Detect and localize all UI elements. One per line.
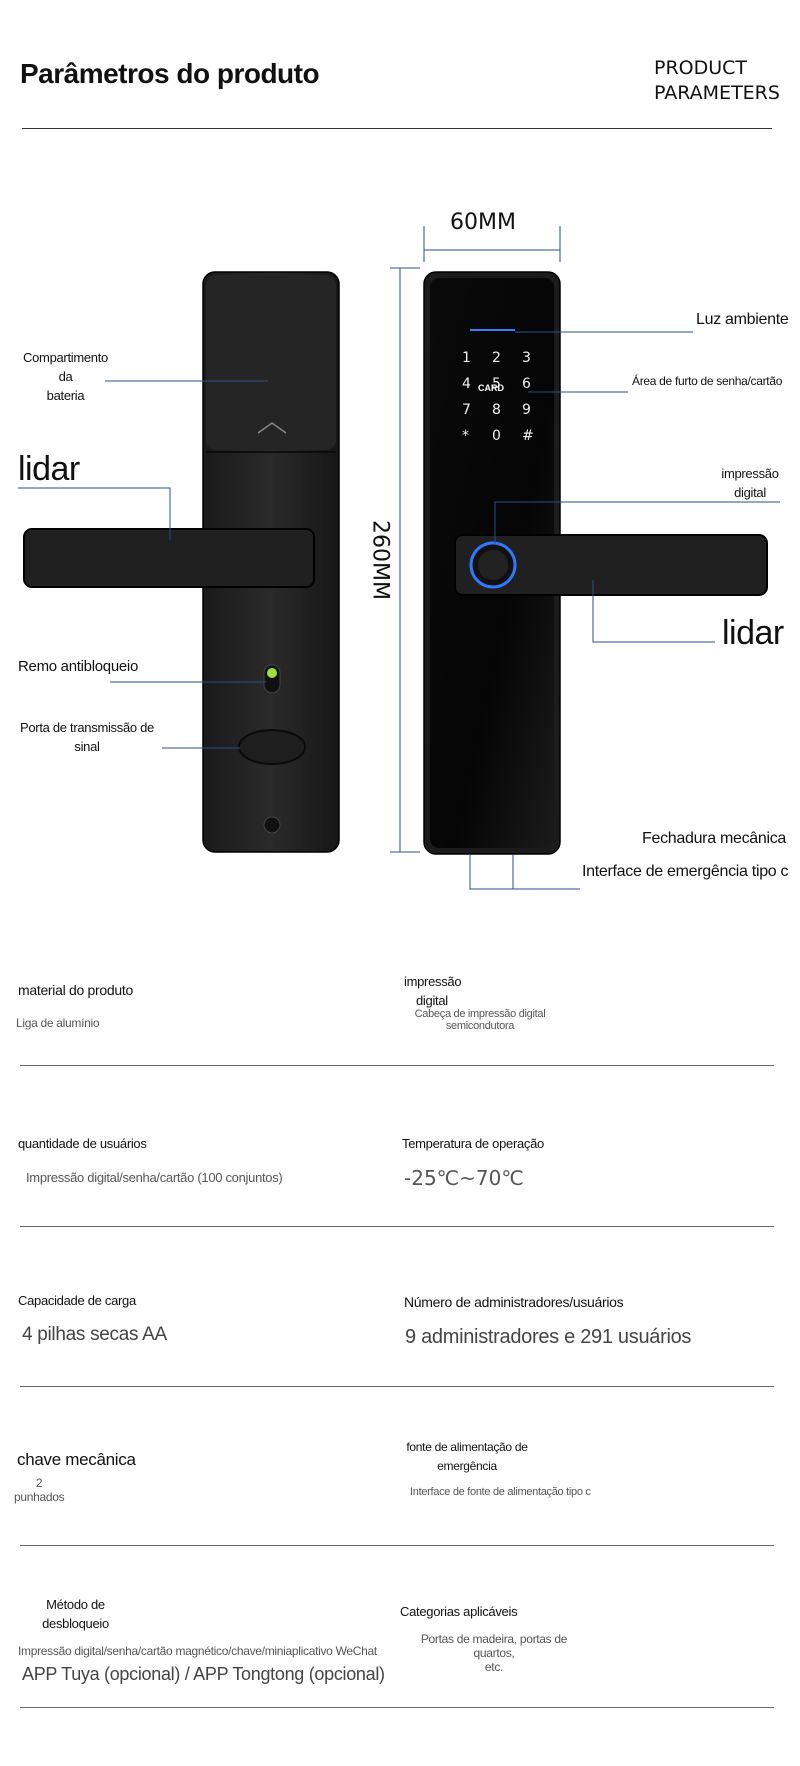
spec-divider: [20, 1545, 774, 1546]
keypad-key: *: [462, 428, 469, 444]
spec-key-heading: chave mecânica: [17, 1450, 136, 1469]
spec-categories-heading: Categorias aplicáveis: [400, 1604, 518, 1619]
label-fingerprint: impressão digital: [721, 466, 779, 500]
spec-unlock-heading: Método de desbloqueio: [42, 1597, 109, 1631]
lock-diagram: [18, 226, 780, 890]
header-divider: [22, 128, 772, 129]
label-anti-lock: Remo antibloqueio: [18, 658, 138, 675]
label-keypad-area: Área de furto de senha/cartão: [632, 374, 783, 388]
spec-material-heading: material do produto: [18, 982, 133, 998]
height-dimension: 260MM: [367, 520, 393, 600]
keypad-key: 0: [492, 428, 501, 444]
label-handle-left: lidar: [18, 450, 80, 488]
keypad-key: 1: [462, 350, 471, 366]
width-dimension: 60MM: [450, 210, 516, 235]
spec-battery-value: 4 pilhas secas AA: [22, 1324, 167, 1345]
keypad-key: 7: [462, 402, 471, 418]
label-handle-right: lidar: [722, 614, 784, 652]
spec-admins-value: 9 administradores e 291 usuários: [405, 1326, 692, 1348]
spec-divider: [20, 1707, 774, 1708]
label-battery-compartment: Compartimento da bateria: [23, 350, 108, 403]
callout-lines: [18, 331, 780, 890]
keypad-key: 9: [522, 402, 531, 418]
spec-fingerprint-value: Cabeça de impressão digital semicondutor…: [414, 1008, 546, 1032]
spec-fingerprint-heading: impressão digital: [404, 974, 462, 1008]
page-title: Parâmetros do produto: [20, 58, 320, 89]
keypad-key: 4: [462, 376, 471, 392]
label-signal-port: Porta de transmissão de sinal: [19, 720, 154, 754]
spec-material-value: Liga de alumínio: [16, 1016, 100, 1030]
label-mechanical-lock: Fechadura mecânica: [642, 830, 787, 847]
spec-power-heading: fonte de alimentação de emergência: [406, 1440, 528, 1473]
spec-unlock-value-1: Impressão digital/senha/cartão magnético…: [18, 1644, 377, 1658]
page-subtitle: PRODUCT PARAMETERS: [654, 57, 780, 104]
spec-categories-value: Portas de madeira, portas de quartos, et…: [420, 1632, 568, 1674]
keypad-key: #: [522, 428, 534, 444]
keypad-key: 6: [522, 376, 531, 392]
back-panel: [23, 271, 340, 853]
spec-users-heading: quantidade de usuários: [18, 1136, 147, 1151]
keypad-key: 8: [492, 402, 501, 418]
spec-battery-heading: Capacidade de carga: [18, 1293, 136, 1308]
spec-admins-heading: Número de administradores/usuários: [404, 1294, 624, 1310]
spec-divider: [20, 1065, 774, 1066]
spec-unlock-value-2: APP Tuya (opcional) / APP Tongtong (opci…: [22, 1664, 385, 1684]
spec-divider: [20, 1226, 774, 1227]
spec-power-value: Interface de fonte de alimentação tipo c: [410, 1486, 591, 1498]
keypad: 1 2 3 4 5 6 7 8 9 * 0 #: [448, 340, 548, 444]
keypad-key: 5: [492, 376, 501, 392]
dimension-lines: [390, 226, 561, 853]
spec-users-value: Impressão digital/senha/cartão (100 conj…: [26, 1170, 283, 1185]
spec-temperature-value: -25℃~70℃: [404, 1166, 524, 1190]
spec-temperature-heading: Temperatura de operação: [402, 1136, 544, 1151]
front-panel: [423, 271, 768, 855]
spec-key-value: 2 punhados: [14, 1476, 65, 1504]
label-ambient-light: Luz ambiente: [696, 311, 789, 328]
label-typec-interface: Interface de emergência tipo c: [582, 863, 789, 880]
spec-divider: [20, 1386, 774, 1387]
keypad-key: 3: [522, 350, 531, 366]
keypad-key: 2: [492, 350, 501, 366]
card-label: CARD: [478, 383, 504, 393]
